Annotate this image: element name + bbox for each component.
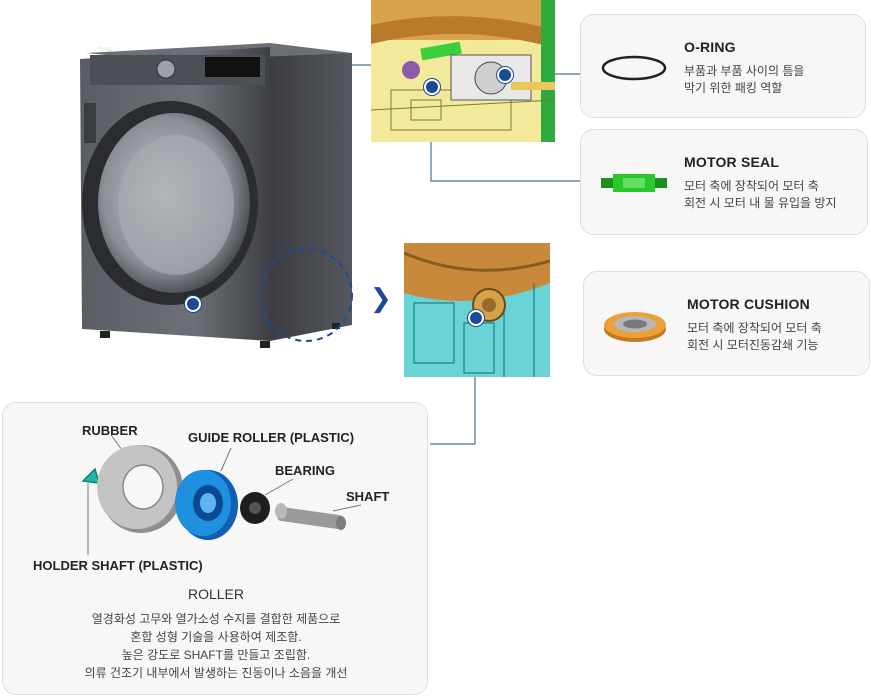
motor-cushion-icon <box>604 312 666 342</box>
oring-title: O-RING <box>684 39 736 55</box>
dryer-hotspot[interactable] <box>185 296 201 312</box>
chevron-right-icon: ❯ <box>370 283 392 313</box>
motor-seal-card: MOTOR SEAL 모터 축에 장착되어 모터 축 회전 시 모터 내 물 유… <box>580 129 868 235</box>
motor-cushion-desc-line-2: 회전 시 모터진동감쇄 기능 <box>687 338 819 352</box>
oring-desc-line-2: 막기 위한 패킹 역할 <box>684 81 783 95</box>
label-guide-roller: GUIDE ROLLER (PLASTIC) <box>188 430 355 445</box>
roller-exploded-diagram <box>81 434 362 555</box>
brand-badge: THINQ <box>98 47 114 53</box>
roller-panel: RUBBER GUIDE ROLLER (PLASTIC) BEARING SH… <box>2 402 428 695</box>
label-shaft: SHAFT <box>346 489 390 504</box>
motor-seal-icon <box>601 174 667 192</box>
motor-seal-title: MOTOR SEAL <box>684 154 780 170</box>
dryer-illustration: THINQ <box>80 43 353 348</box>
oring-icon <box>601 55 667 81</box>
motor-cutaway-image <box>371 0 555 142</box>
guide-roller-part <box>175 470 238 540</box>
label-rubber: RUBBER <box>82 423 138 438</box>
motor-seal-desc-line-1: 모터 축에 장착되어 모터 축 <box>684 179 819 193</box>
roller-desc-line-4: 의류 건조기 내부에서 발생하는 진동이나 소음을 개선 <box>84 666 348 680</box>
shaft-part <box>275 503 346 530</box>
motor-seal-desc-line-2: 회전 시 모터 내 물 유입을 방지 <box>684 196 837 210</box>
label-bearing: BEARING <box>275 463 335 478</box>
bearing-part <box>240 492 270 524</box>
label-holder-shaft: HOLDER SHAFT (PLASTIC) <box>33 558 203 573</box>
motor-cushion-card: MOTOR CUSHION 모터 축에 장착되어 모터 축 회전 시 모터진동감… <box>583 271 870 376</box>
seal-hotspot[interactable] <box>424 79 440 95</box>
oring-hotspot[interactable] <box>497 67 513 83</box>
motor-cushion-desc-line-1: 모터 축에 장착되어 모터 축 <box>687 321 822 335</box>
rubber-part <box>97 445 183 533</box>
roller-title: ROLLER <box>187 586 245 602</box>
motor-cushion-title: MOTOR CUSHION <box>687 296 810 312</box>
roller-cutaway-image <box>404 243 550 377</box>
roller-desc-line-3: 높은 강도로 SHAFT를 만들고 조립함. <box>121 648 311 662</box>
roller-desc-line-2: 혼합 성형 기술을 사용하여 제조함. <box>130 630 302 644</box>
roller-hotspot[interactable] <box>468 310 484 326</box>
holder-shaft-part <box>81 467 101 484</box>
roller-desc-line-1: 열경화성 고무와 열가소성 수지를 결합한 제품으로 <box>91 612 341 626</box>
oring-desc-line-1: 부품과 부품 사이의 틈을 <box>684 64 805 78</box>
oring-card: O-RING 부품과 부품 사이의 틈을 막기 위한 패킹 역할 <box>580 14 866 118</box>
